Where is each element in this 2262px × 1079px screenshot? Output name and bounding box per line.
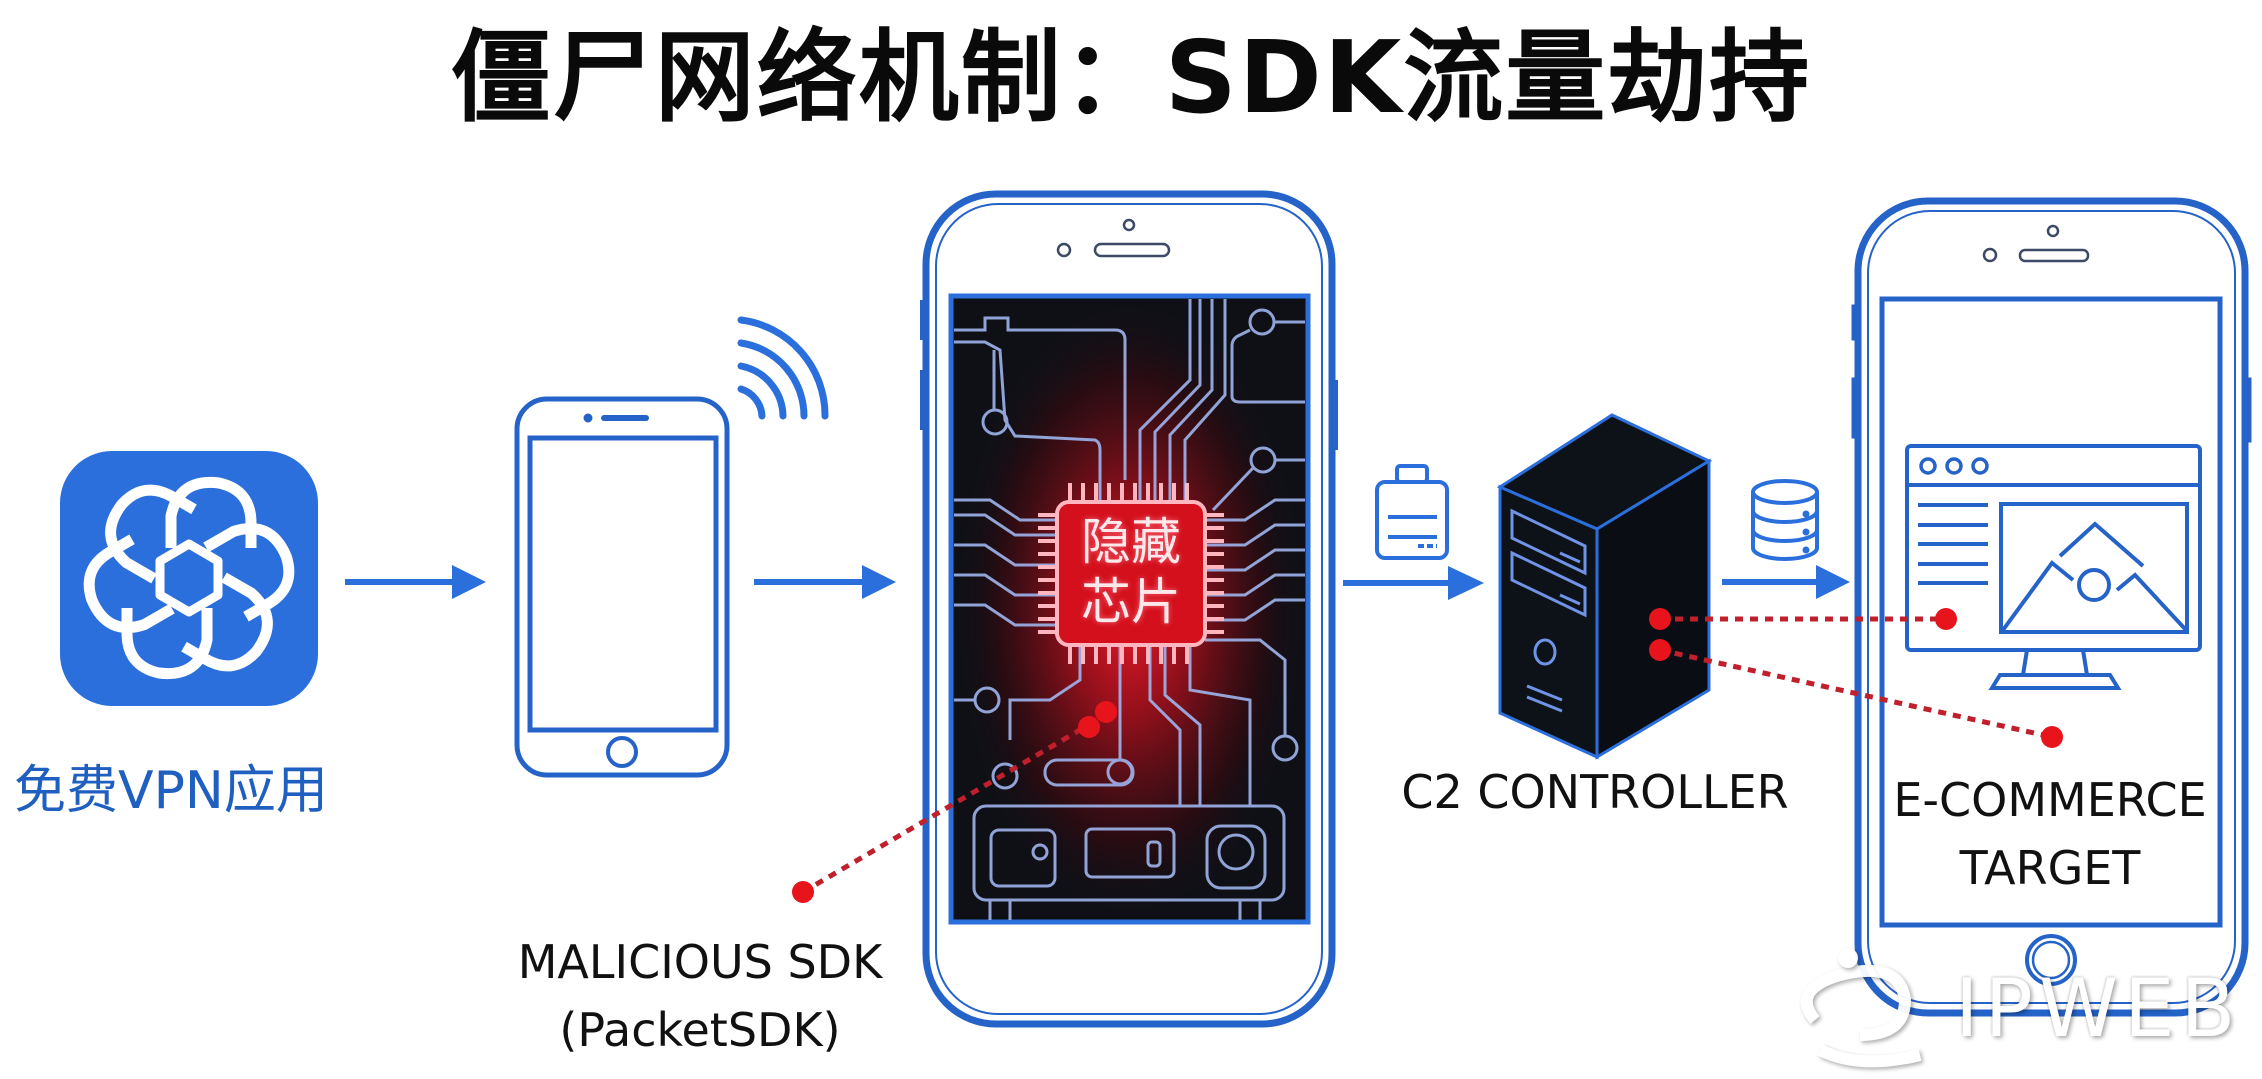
malicious-sdk-label: MALICIOUS SDK (PacketSDK) (490, 928, 910, 1064)
smartphone-icon (514, 396, 730, 778)
sdk-pointer-line (792, 701, 1117, 903)
flow-arrow-4 (1722, 565, 1850, 599)
watermark: IPWEB (1955, 962, 2242, 1055)
package-icon (1375, 464, 1449, 560)
target-label-line2: TARGET (1959, 841, 2141, 895)
vpn-app-label: 免费VPN应用 (14, 761, 328, 821)
hidden-chip-label: 隐藏 芯片 (1057, 512, 1205, 632)
chip-label-line1: 隐藏 (1081, 513, 1181, 571)
sdk-label-line1: MALICIOUS SDK (517, 935, 883, 989)
c2-controller-label: C2 CONTROLLER (1401, 765, 1789, 819)
page-title: 僵尸网络机制：SDK流量劫持 (450, 19, 1812, 136)
smartphone-circuit-icon (920, 190, 1338, 1028)
smartphone-monitor-icon (1851, 197, 2252, 1017)
chip-label-line2: 芯片 (1081, 573, 1181, 631)
watermark-logo-icon (1800, 948, 1922, 1068)
hidden-chip (1055, 500, 1207, 647)
server-tower-icon (1496, 413, 1713, 760)
c2-link-lines (1649, 608, 2063, 748)
ecommerce-target-label: E-COMMERCE TARGET (1880, 766, 2220, 902)
database-icon (1751, 479, 1819, 561)
flow-arrow-2 (754, 565, 896, 599)
openai-knot-app-icon (60, 451, 318, 706)
sdk-label-line2: (PacketSDK) (559, 1003, 841, 1057)
wifi-signal-icon (737, 316, 829, 420)
target-label-line1: E-COMMERCE (1893, 773, 2207, 827)
flow-arrow-3 (1343, 566, 1484, 600)
flow-arrow-1 (345, 565, 486, 599)
